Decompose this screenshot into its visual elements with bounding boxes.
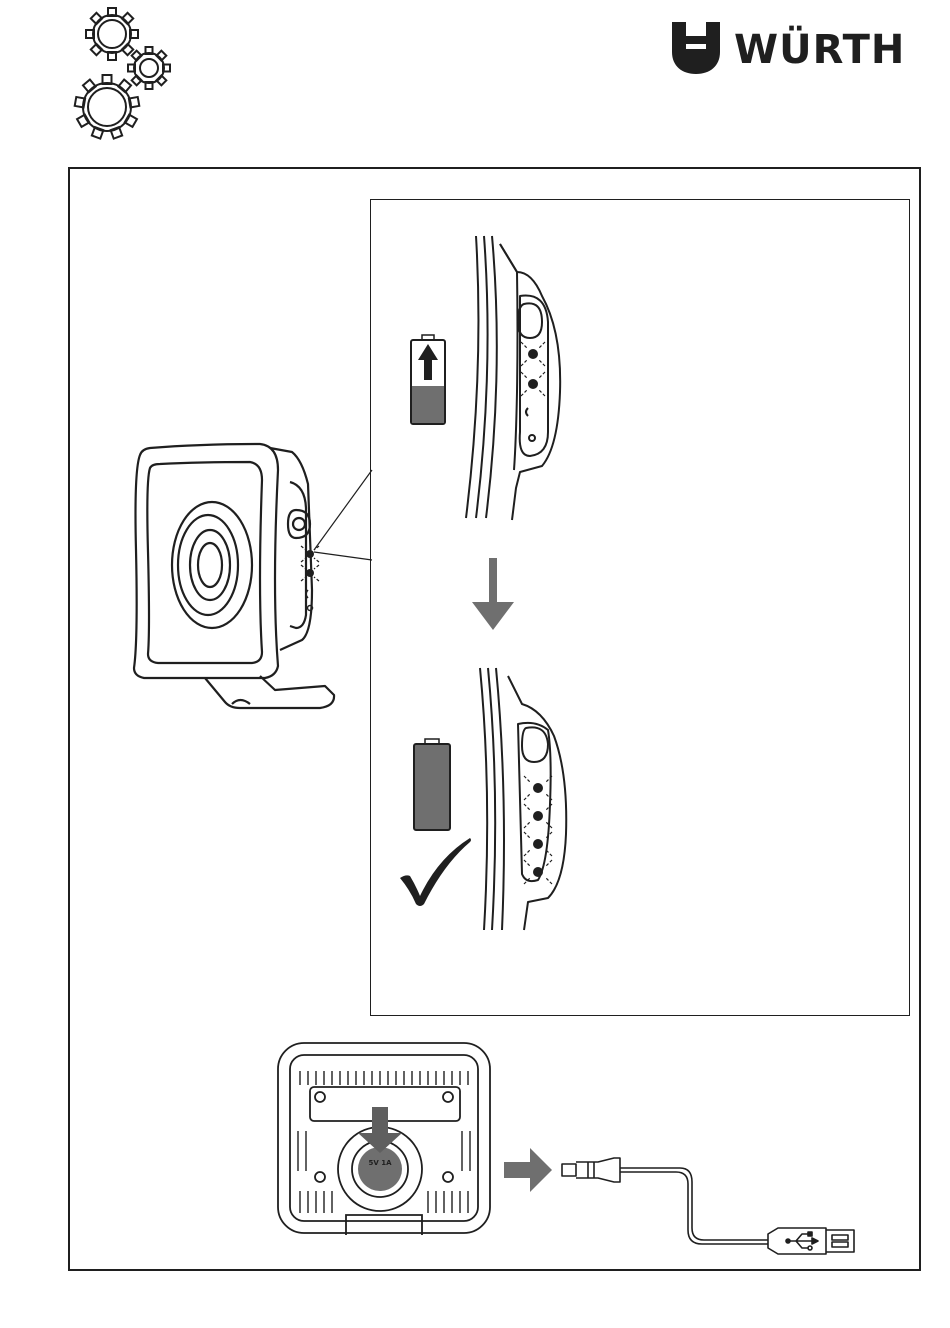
wurth-logo-icon [672, 22, 720, 74]
battery-full-icon [411, 738, 453, 832]
arrow-down-icon [470, 558, 516, 632]
device-back: 5V 1A [276, 1041, 492, 1235]
device-illustration [120, 440, 380, 720]
side-panel-charging [462, 232, 572, 522]
arrow-right-icon [504, 1148, 554, 1192]
gears-icon [62, 2, 177, 147]
port-rating-label: 5V 1A [364, 1159, 396, 1167]
brand-logo: WÜRTH [672, 22, 917, 77]
brand-name: WÜRTH [734, 26, 905, 74]
side-panel-full [476, 664, 576, 932]
usb-cable-icon [556, 1150, 862, 1260]
battery-charging-icon [408, 334, 448, 426]
checkmark-icon [398, 834, 474, 910]
